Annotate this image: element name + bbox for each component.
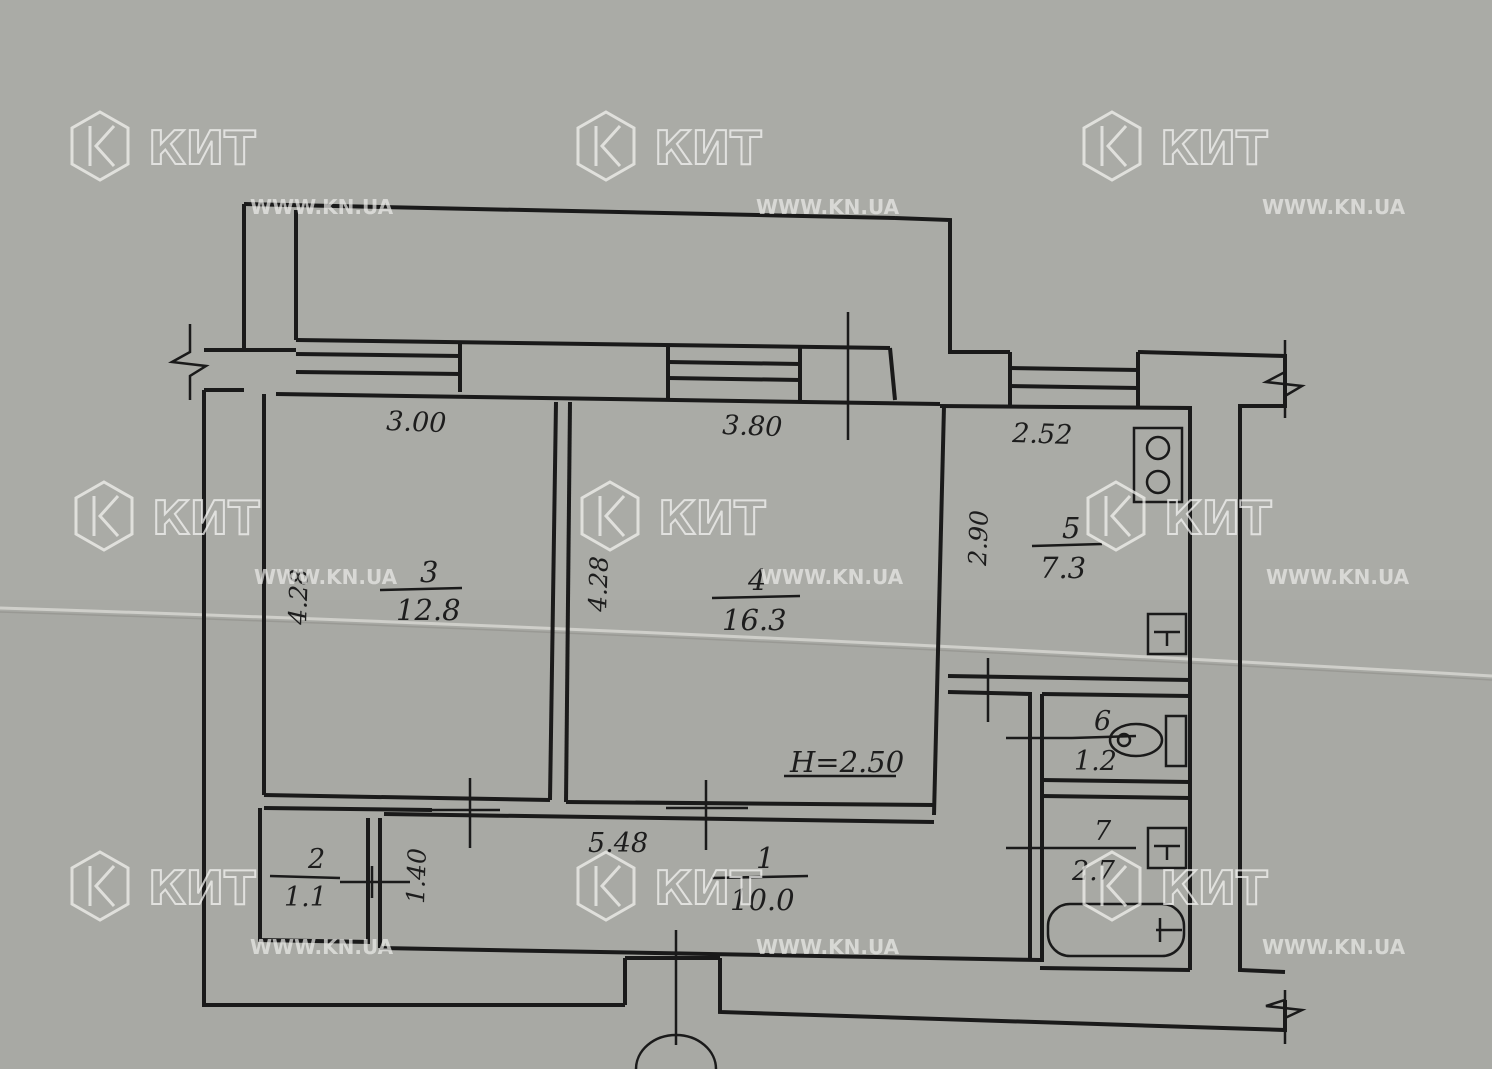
dim-room4-depth: 4.28 bbox=[583, 556, 614, 614]
dim-room3-depth: 4.28 bbox=[283, 569, 314, 627]
watermark-brand: КИТ bbox=[148, 121, 256, 175]
room-2-area: 1.1 bbox=[284, 882, 327, 913]
watermark-url: WWW.KN.UA bbox=[756, 935, 900, 959]
bathtub-icon bbox=[1046, 902, 1186, 958]
room-7-area: 2.7 bbox=[1071, 856, 1116, 887]
room-1-area: 10.0 bbox=[730, 883, 795, 917]
watermark-logo bbox=[1082, 110, 1142, 182]
watermark-brand: КИТ bbox=[654, 121, 762, 175]
watermark-logo bbox=[1086, 480, 1146, 552]
dim-room2-depth: 1.40 bbox=[401, 847, 432, 904]
room-2-number: 2 bbox=[307, 844, 325, 875]
room-7-number: 7 bbox=[1094, 816, 1112, 847]
room-6-number: 6 bbox=[1094, 706, 1111, 737]
watermark-logo bbox=[1082, 850, 1142, 922]
dim-corridor-length: 5.48 bbox=[588, 828, 648, 859]
watermark-url: WWW.KN.UA bbox=[1262, 935, 1406, 959]
room-6-area: 1.2 bbox=[1074, 746, 1117, 777]
watermark-logo bbox=[580, 480, 640, 552]
room-5-area: 7.3 bbox=[1040, 551, 1086, 585]
watermark-brand: КИТ bbox=[658, 491, 766, 545]
watermark-url: WWW.KN.UA bbox=[250, 935, 394, 959]
watermark-brand: КИТ bbox=[654, 861, 762, 915]
break-marks bbox=[168, 312, 1307, 1069]
dim-room5-depth: 2.90 bbox=[963, 509, 994, 567]
watermark-brand: КИТ bbox=[148, 861, 256, 915]
watermarks: КИТ WWW.KN.UA КИТ WWW.KN.UA КИТ WWW.KN.U… bbox=[70, 110, 1410, 959]
watermark-brand: КИТ bbox=[1164, 491, 1272, 545]
watermark-url: WWW.KN.UA bbox=[760, 565, 904, 589]
watermark-brand: КИТ bbox=[152, 491, 260, 545]
ceiling-height: H=2.50 bbox=[789, 745, 904, 779]
washbasin-icon bbox=[1146, 826, 1188, 870]
sink-icon bbox=[1146, 612, 1188, 656]
room-4-area: 16.3 bbox=[722, 603, 787, 637]
stove-icon bbox=[1132, 426, 1184, 504]
dim-room5-width: 2.52 bbox=[1011, 418, 1073, 451]
watermark-logo bbox=[576, 110, 636, 182]
watermark-url: WWW.KN.UA bbox=[1266, 565, 1410, 589]
watermark-logo bbox=[70, 110, 130, 182]
room-5-number: 5 bbox=[1062, 511, 1080, 545]
room-3-number: 3 bbox=[420, 555, 438, 589]
room-1-number: 1 bbox=[756, 841, 774, 875]
watermark-url: WWW.KN.UA bbox=[1262, 195, 1406, 219]
room-3-area: 12.8 bbox=[396, 593, 461, 627]
dim-room3-width: 3.00 bbox=[386, 406, 447, 439]
watermark-brand: КИТ bbox=[1160, 861, 1268, 915]
watermark-logo bbox=[576, 850, 636, 922]
room-fraction-lines bbox=[269, 542, 1137, 880]
watermark-url: WWW.KN.UA bbox=[250, 195, 394, 219]
watermark-brand: КИТ bbox=[1160, 121, 1268, 175]
toilet-icon bbox=[1108, 714, 1188, 768]
watermark-url: WWW.KN.UA bbox=[756, 195, 900, 219]
room-4-number: 4 bbox=[747, 563, 766, 597]
watermark-url: WWW.KN.UA bbox=[254, 565, 398, 589]
dim-room4-width: 3.80 bbox=[722, 410, 783, 443]
watermark-logo bbox=[74, 480, 134, 552]
walls bbox=[202, 202, 1287, 1033]
watermark-logo bbox=[70, 850, 130, 922]
